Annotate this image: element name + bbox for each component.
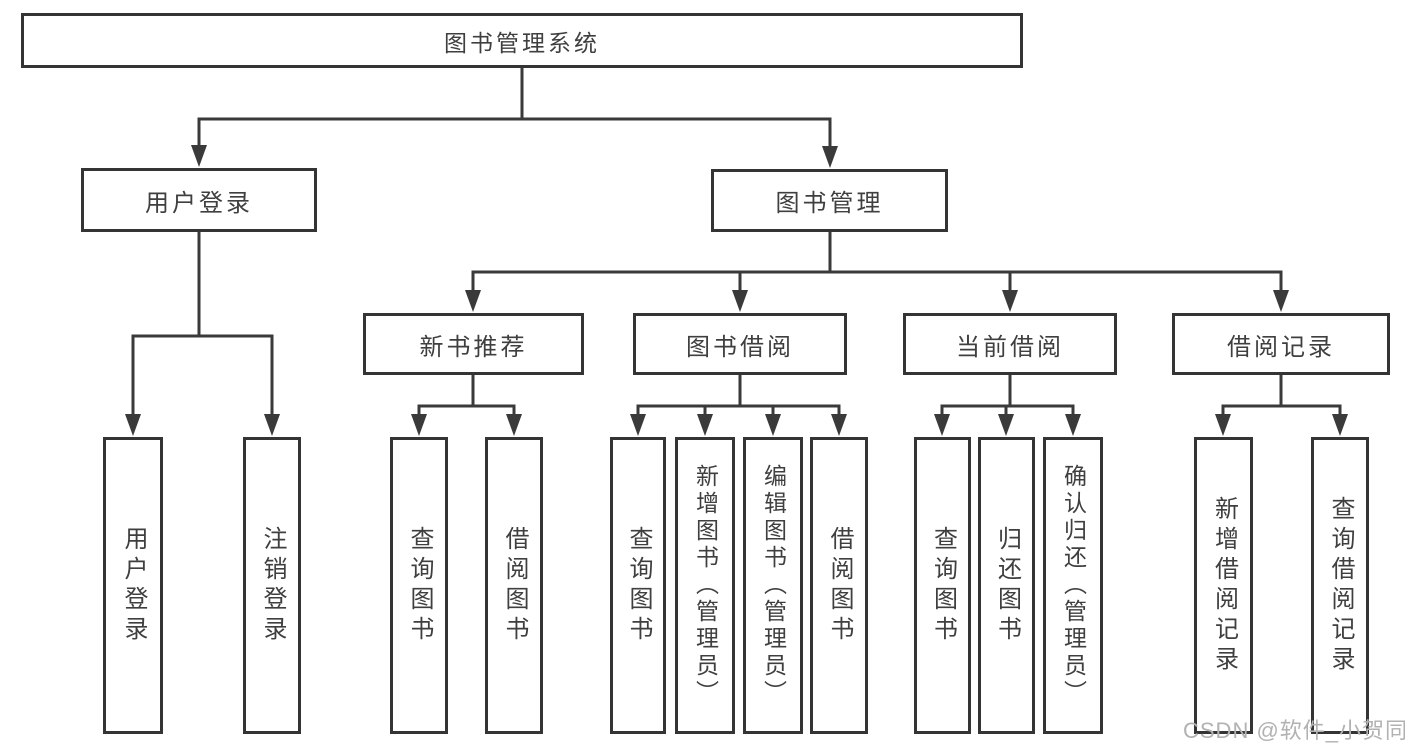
arrowhead <box>465 290 481 312</box>
csdn-watermark: CSDN @软件_小贺同学 <box>1183 718 1405 743</box>
arrowhead <box>822 146 838 168</box>
connector-current-borrow-branch <box>940 375 1075 420</box>
connector-root-to-level2 <box>197 68 832 151</box>
connector-book-mgmt-branch <box>471 232 1283 296</box>
leaf-newbooks-query-books: 查询图书 <box>390 437 448 734</box>
node-user-login: 用户登录 <box>81 168 317 232</box>
leaf-borrowing-add-books-admin: 新增图书（管理员） <box>675 437 735 734</box>
connector-book-borrow-branch <box>636 375 841 420</box>
leaf-newbooks-borrow-books: 借阅图书 <box>485 437 543 734</box>
node-book-borrowing: 图书借阅 <box>633 313 847 375</box>
leaf-current-confirm-return-admin: 确认归还（管理员） <box>1043 437 1103 734</box>
connector-new-books-branch <box>417 375 516 420</box>
arrowhead <box>264 414 280 436</box>
arrowhead <box>1273 290 1289 312</box>
arrowhead <box>125 414 141 436</box>
leaf-user-login: 用户登录 <box>103 437 163 734</box>
arrowhead <box>411 414 427 436</box>
leaf-borrowing-query-books: 查询图书 <box>610 437 666 734</box>
leaf-current-return-books: 归还图书 <box>978 437 1035 734</box>
arrowhead <box>630 414 646 436</box>
arrowhead <box>697 414 713 436</box>
arrowhead <box>732 290 748 312</box>
node-borrow-records: 借阅记录 <box>1172 313 1390 375</box>
leaf-borrowing-borrow-books: 借阅图书 <box>810 437 868 734</box>
node-new-book-recommend: 新书推荐 <box>363 313 584 375</box>
leaf-current-query-books: 查询图书 <box>914 437 971 734</box>
leaf-borrowing-edit-books-admin: 编辑图书（管理员） <box>743 437 803 734</box>
connector-user-login-branch <box>131 232 274 420</box>
arrowhead <box>765 414 781 436</box>
leaf-logout: 注销登录 <box>243 437 301 734</box>
arrowheads <box>125 145 1348 436</box>
arrowhead <box>831 414 847 436</box>
node-current-borrowing: 当前借阅 <box>903 313 1117 375</box>
node-book-management: 图书管理 <box>711 169 948 232</box>
arrowhead <box>998 414 1014 436</box>
arrowhead <box>1215 414 1231 436</box>
node-root-system: 图书管理系统 <box>21 13 1023 68</box>
leaf-records-add-borrow-record: 新增借阅记录 <box>1194 437 1253 734</box>
connector-borrow-records-branch <box>1221 375 1342 420</box>
arrowhead <box>1065 414 1081 436</box>
arrowhead <box>191 145 207 167</box>
leaf-records-query-borrow-record: 查询借阅记录 <box>1311 437 1369 734</box>
arrowhead <box>1332 414 1348 436</box>
arrowhead <box>934 414 950 436</box>
arrowhead <box>506 414 522 436</box>
arrowhead <box>1002 290 1018 312</box>
